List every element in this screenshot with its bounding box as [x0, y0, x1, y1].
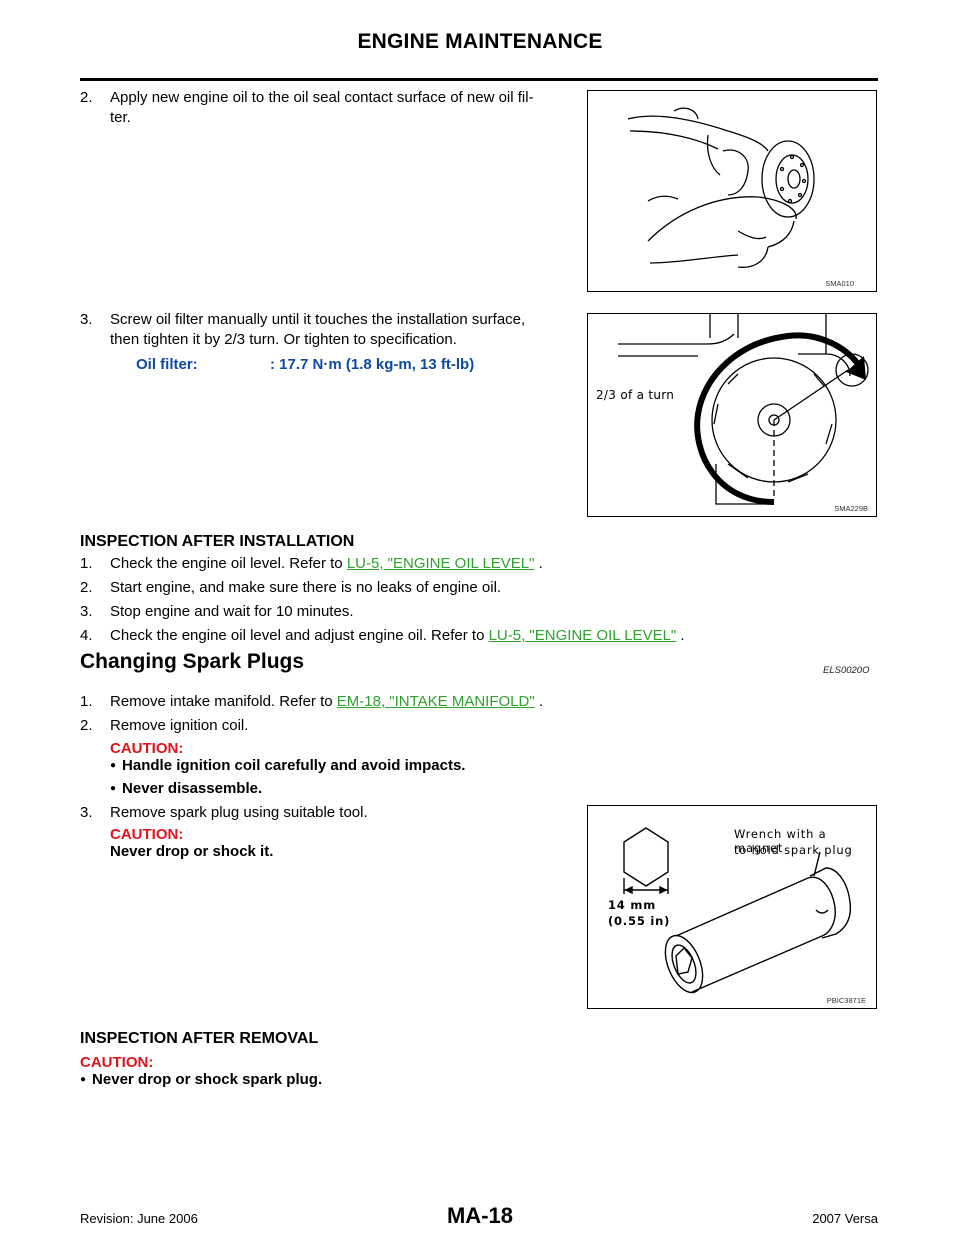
caution-label: CAUTION:	[110, 826, 184, 843]
footer-revision: Revision: June 2006	[80, 1211, 198, 1226]
figure-filter-turn: 2/3 of a turn SMA229B	[587, 313, 877, 517]
figure-turn-label: 2/3 of a turn	[596, 388, 675, 402]
figure-oil-filter-seal: SMA010	[587, 90, 877, 292]
link-lu5-engine-oil-level[interactable]: LU-5, "ENGINE OIL LEVEL"	[346, 555, 535, 572]
spec-oil-filter-value: : 17.7 N·m (1.8 kg-m, 13 ft-lb)	[270, 356, 475, 373]
link-em18-intake-manifold[interactable]: EM-18, "INTAKE MANIFOLD"	[336, 693, 535, 710]
page-title: ENGINE MAINTENANCE	[357, 30, 603, 53]
spec-oil-filter-label: Oil filter:	[136, 356, 198, 373]
page-number: MA-18	[446, 1203, 513, 1228]
list-item: 3.Stop engine and wait for 10 minutes.	[80, 603, 354, 620]
figure-dimension-in: (0.55 in)	[608, 914, 671, 928]
list-item: 1.Check the engine oil level. Refer to L…	[80, 555, 543, 572]
section-heading-inspection-after-installation: INSPECTION AFTER INSTALLATION	[80, 533, 355, 550]
list-item: 2.Remove ignition coil.	[80, 717, 249, 734]
figure-spark-plug-wrench: Wrench with a magnet to hold spark plug …	[587, 805, 877, 1009]
caution-text: Never drop or shock it.	[110, 843, 274, 860]
caution-bullet: Never drop or shock spark plug.	[80, 1071, 322, 1088]
caution-bullet: Handle ignition coil carefully and avoid…	[110, 757, 465, 774]
figure-code: SMA010	[825, 279, 854, 288]
list-item: 1.Remove intake manifold. Refer to EM-18…	[80, 693, 544, 710]
link-lu5-engine-oil-level[interactable]: LU-5, "ENGINE OIL LEVEL"	[488, 627, 677, 644]
caution-label: CAUTION:	[110, 740, 184, 757]
figure-code: PBIC3871E	[826, 996, 866, 1005]
section-heading-inspection-after-removal: INSPECTION AFTER REMOVAL	[80, 1030, 319, 1047]
footer-model: 2007 Versa	[812, 1211, 878, 1226]
section-code: ELS0020O	[823, 665, 870, 676]
step-screw-filter: 3.Screw oil filter manually until it tou…	[80, 311, 526, 348]
caution-label: CAUTION:	[80, 1054, 154, 1071]
section-heading-changing-spark-plugs: Changing Spark Plugs	[80, 650, 305, 673]
figure-label-wrench: Wrench with a magnet	[734, 827, 827, 855]
header-rule	[80, 78, 878, 81]
step-apply-oil: 2.Apply new engine oil to the oil seal c…	[80, 89, 534, 126]
list-item: 3.Remove spark plug using suitable tool.	[80, 804, 368, 821]
spark-plug-wrench-illustration	[623, 827, 852, 994]
figure-code: SMA229B	[834, 504, 868, 513]
filter-two-thirds-turn-illustration	[618, 314, 869, 505]
caution-bullet: Never disassemble.	[110, 780, 262, 797]
list-item: 4.Check the engine oil level and adjust …	[80, 627, 685, 644]
figure-dimension-mm: 14 mm	[608, 898, 656, 912]
list-item: 2.Start engine, and make sure there is n…	[80, 579, 502, 596]
figure-label-wrench-line2: to hold spark plug	[734, 843, 853, 857]
oil-filter-hands-illustration	[627, 107, 815, 268]
